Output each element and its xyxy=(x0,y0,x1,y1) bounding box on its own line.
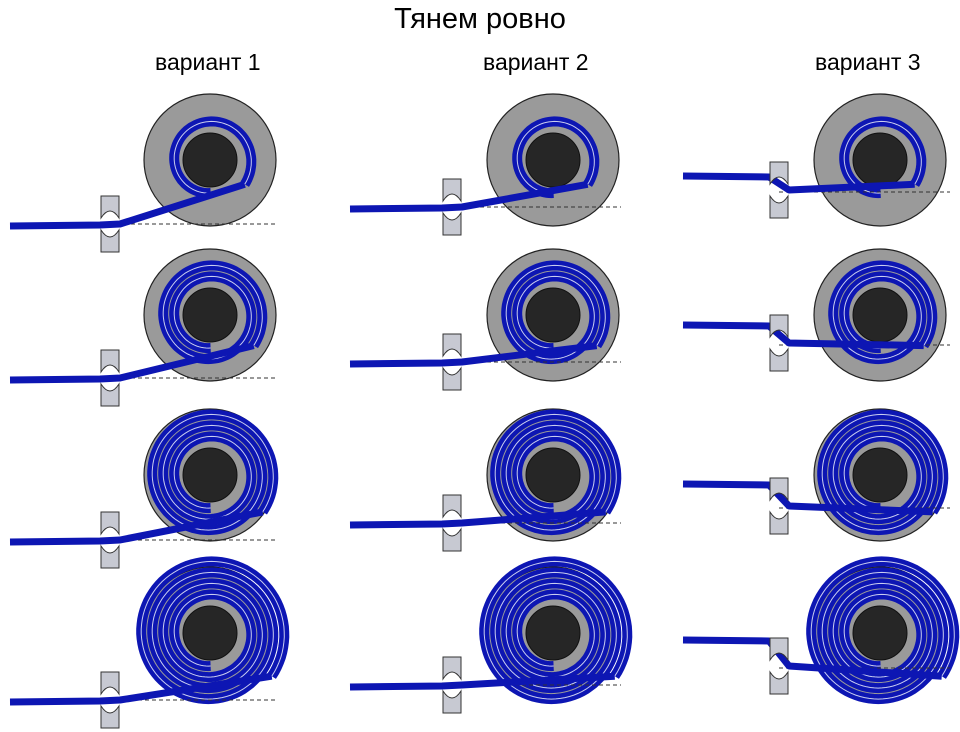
spool-core xyxy=(525,287,581,343)
spool-v1-r4 xyxy=(9,556,290,706)
spool-core xyxy=(852,132,908,188)
guide-roller-bottom xyxy=(442,689,462,714)
guide-roller-top xyxy=(442,494,462,519)
guide-roller xyxy=(100,195,120,253)
guide-roller xyxy=(442,494,462,552)
guide-roller-bottom xyxy=(442,211,462,236)
guide-roller xyxy=(769,161,789,219)
winding-separator xyxy=(494,413,617,531)
variant-3-label: вариант 3 xyxy=(815,49,921,75)
guide-roller-bottom xyxy=(769,510,789,535)
winding-separator xyxy=(821,413,944,531)
spool-v2-r1 xyxy=(349,93,621,227)
tape-strip xyxy=(9,508,264,546)
guide-roller xyxy=(442,333,462,391)
guide-roller-bottom xyxy=(442,366,462,391)
winding-separator xyxy=(505,264,606,360)
guide-roller-top xyxy=(100,511,120,536)
guide-roller xyxy=(769,477,789,535)
guide-roller xyxy=(769,314,789,372)
spool-core xyxy=(182,447,238,503)
spool-v3-r1 xyxy=(682,93,950,227)
guide-roller-bottom xyxy=(100,382,120,407)
spool-v3-r4 xyxy=(682,556,960,705)
winding-separator xyxy=(832,264,933,360)
spool-core xyxy=(182,605,238,661)
tape-strip xyxy=(682,172,915,194)
spool-core xyxy=(852,287,908,343)
variant-2-label: вариант 2 xyxy=(483,49,589,75)
spool-core xyxy=(525,605,581,661)
diagram-title: Тянем ровно xyxy=(394,3,566,35)
guide-roller-top xyxy=(769,477,789,502)
guide-roller xyxy=(442,178,462,236)
winding-separator xyxy=(843,120,922,194)
variant-1-label: вариант 1 xyxy=(155,49,261,75)
guide-roller-top xyxy=(442,656,462,681)
tape-strip xyxy=(9,672,273,706)
spool-core xyxy=(852,605,908,661)
guide-roller-bottom xyxy=(769,194,789,219)
spool-core xyxy=(525,132,581,188)
tape-strip xyxy=(349,672,615,691)
spool-v1-r3 xyxy=(9,408,279,546)
tape-strip xyxy=(9,180,246,230)
winding-separator xyxy=(516,120,595,194)
guide-roller-top xyxy=(769,161,789,186)
tape-strip xyxy=(349,342,598,368)
guide-roller-top xyxy=(100,195,120,220)
tape-strip xyxy=(682,480,933,516)
spool-v1-r1 xyxy=(9,93,278,230)
spool-v2-r2 xyxy=(349,248,621,382)
guide-roller-top xyxy=(100,349,120,374)
guide-roller-top xyxy=(769,314,789,339)
spool-core xyxy=(852,447,908,503)
guide-roller xyxy=(442,656,462,714)
guide-roller-bottom xyxy=(442,527,462,552)
spool-core xyxy=(182,132,238,188)
spool-v2-r3 xyxy=(349,408,622,542)
spool-core xyxy=(182,287,238,343)
guide-roller-bottom xyxy=(769,347,789,372)
guide-roller xyxy=(100,671,120,729)
guide-roller-bottom xyxy=(100,544,120,569)
guide-roller-bottom xyxy=(100,704,120,729)
spool-v3-r2 xyxy=(682,248,950,382)
guide-roller-bottom xyxy=(769,670,789,695)
winding-separator xyxy=(810,560,955,700)
guide-roller-top xyxy=(100,671,120,696)
spool-v3-r3 xyxy=(682,408,950,542)
guide-roller-top xyxy=(769,637,789,662)
spool-v1-r2 xyxy=(9,248,278,384)
spool-v2-r4 xyxy=(349,556,633,705)
tape-strip xyxy=(9,342,255,384)
guide-roller-bottom xyxy=(100,228,120,253)
guide-roller xyxy=(769,637,789,695)
tape-strip xyxy=(682,321,924,350)
guide-roller xyxy=(100,349,120,407)
tape-strip xyxy=(349,508,606,529)
winding-separator xyxy=(173,120,252,194)
tape-strip xyxy=(349,180,589,213)
spool-core xyxy=(525,447,581,503)
guide-roller-top xyxy=(442,178,462,203)
guide-roller xyxy=(100,511,120,569)
guide-roller-top xyxy=(442,333,462,358)
winding-separator xyxy=(151,413,274,531)
